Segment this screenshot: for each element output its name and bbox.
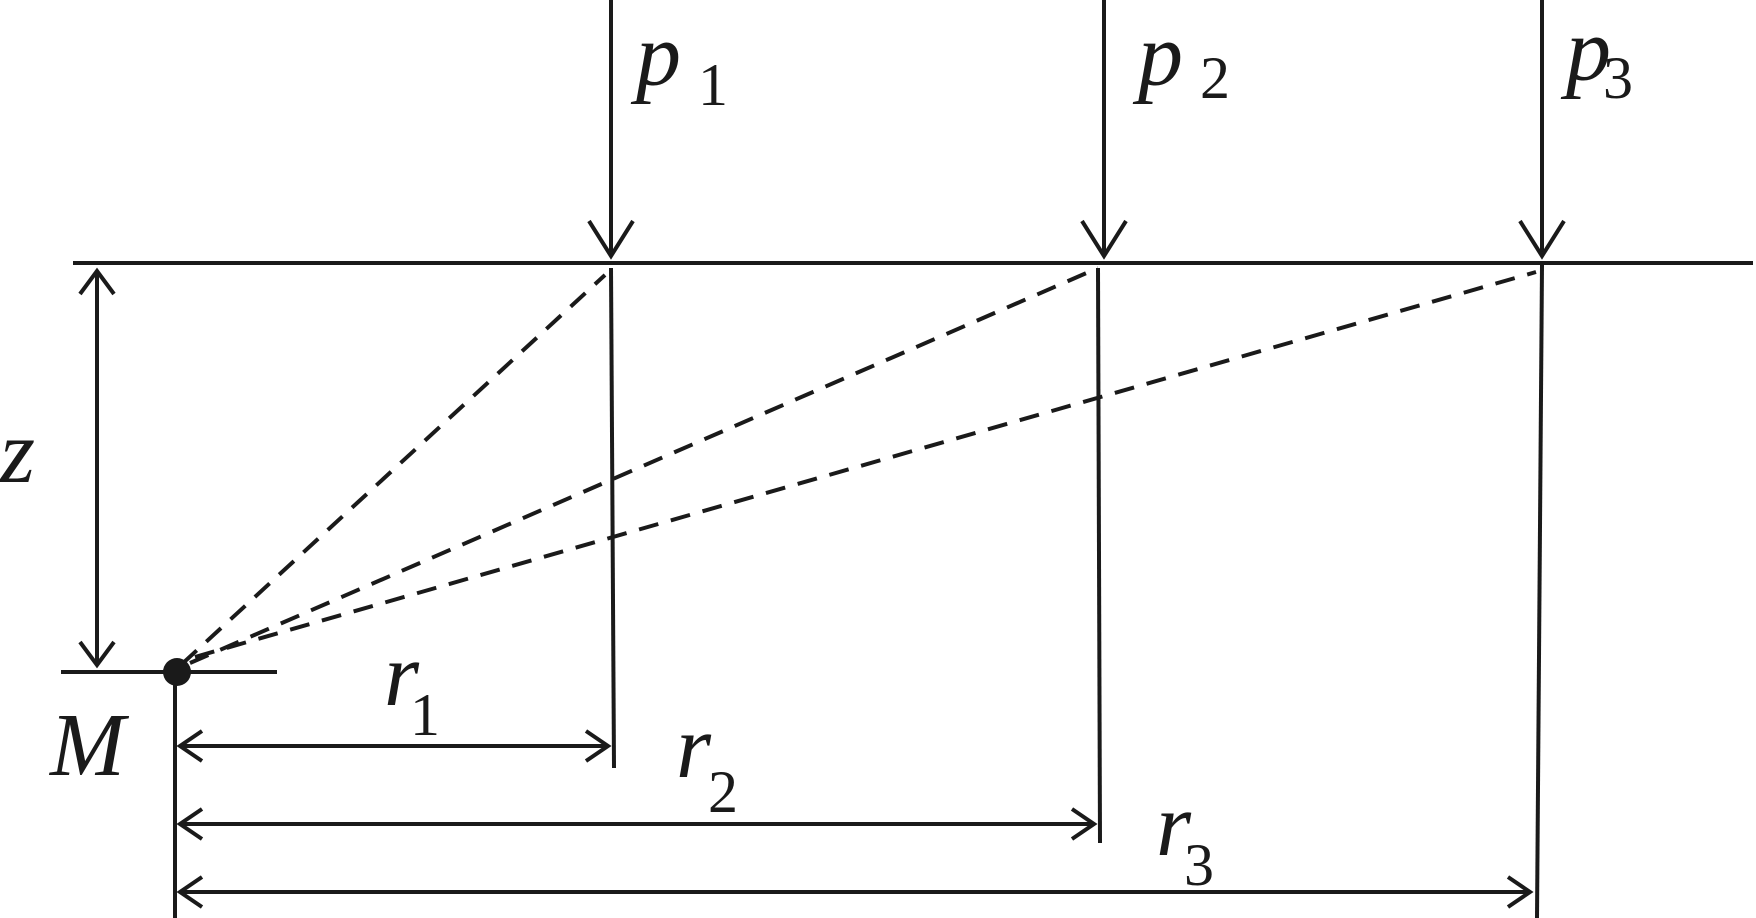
vertical-line-p2: [1096, 267, 1102, 844]
ray-m-to-p2: [189, 266, 1099, 665]
svg-text:3: 3: [1603, 45, 1633, 111]
svg-text:1: 1: [410, 682, 440, 748]
svg-text:p: p: [1132, 6, 1183, 105]
svg-text:r: r: [384, 626, 420, 725]
vertical-line-p1: [609, 267, 616, 769]
svg-text:r: r: [676, 698, 712, 797]
load-arrow-p3: [1518, 0, 1566, 260]
distance-dimension-r2: [176, 807, 1098, 841]
distance-dimension-r1: [176, 729, 612, 763]
svg-text:2: 2: [1200, 45, 1230, 111]
depth-dimension-z: [78, 267, 116, 669]
label-p2: p 2: [1132, 6, 1230, 111]
load-arrow-p2: [1080, 0, 1128, 260]
svg-text:3: 3: [1184, 832, 1214, 898]
ray-m-to-p3: [194, 270, 1537, 659]
distance-dimension-r3: [176, 875, 1534, 909]
label-m: M: [48, 696, 130, 795]
svg-text:p: p: [1560, 1, 1611, 100]
label-z: z: [0, 403, 35, 502]
label-r1: r 1: [384, 626, 440, 748]
vertical-line-p3: [1535, 264, 1544, 918]
svg-text:r: r: [1156, 776, 1192, 875]
label-p1: p 1: [630, 6, 728, 118]
svg-text:2: 2: [708, 759, 738, 825]
label-p3: p 3: [1560, 1, 1633, 111]
ray-m-to-p1: [180, 273, 607, 666]
svg-text:p: p: [630, 6, 681, 105]
svg-text:1: 1: [698, 52, 728, 118]
point-m-dot: [163, 658, 191, 686]
label-r3: r 3: [1156, 776, 1214, 898]
load-arrow-p1: [587, 0, 635, 260]
label-r2: r 2: [676, 698, 738, 825]
